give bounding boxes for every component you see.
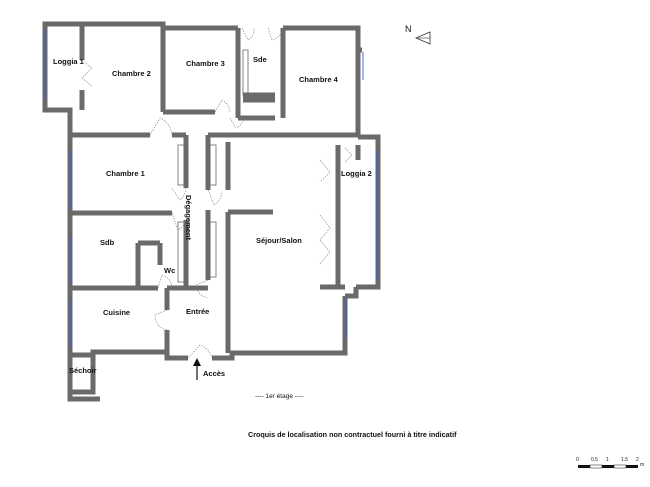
scale-tick-label: 0.5 [591, 457, 598, 463]
scale-tick-label: 1.5 [621, 457, 628, 463]
scale-tick-label: 0 [576, 457, 579, 463]
north-label: N [405, 24, 412, 34]
room-label-sejour: Séjour/Salon [256, 236, 302, 245]
room-label-degagement: Dégagement [184, 195, 193, 241]
room-labels: Loggia 1 Chambre 2 Chambre 3 Sde Chambre… [53, 55, 372, 375]
room-label-chambre1: Chambre 1 [106, 169, 145, 178]
room-label-entree: Entrée [186, 307, 209, 316]
scale-tick-label: 1 [606, 457, 609, 463]
floor-level-label: ---- 1er étage ---- [255, 393, 303, 400]
scale-bar: 0 0.5 1 1.5 2 m [576, 457, 644, 469]
scale-unit: m [640, 462, 644, 468]
room-label-loggia1: Loggia 1 [53, 57, 84, 66]
room-label-loggia2: Loggia 2 [341, 169, 372, 178]
room-label-sdb: Sdb [100, 238, 115, 247]
access-arrow [193, 358, 201, 380]
room-label-chambre3: Chambre 3 [186, 59, 225, 68]
door-swings [81, 27, 353, 359]
scale-tick-label: 2 [636, 457, 639, 463]
windows [44, 30, 378, 348]
interior-walls [70, 24, 361, 353]
room-label-wc: Wc [164, 266, 175, 275]
room-label-sde: Sde [253, 55, 267, 64]
room-label-chambre4: Chambre 4 [299, 75, 339, 84]
room-label-chambre2: Chambre 2 [112, 69, 151, 78]
room-label-cuisine: Cuisine [103, 308, 130, 317]
room-label-sechoir: Séchoir [69, 366, 97, 375]
north-indicator: N [405, 24, 431, 45]
disclaimer-text: Croquis de localisation non contractuel … [248, 430, 457, 439]
access-label: Accès [203, 369, 225, 378]
closets [177, 49, 249, 283]
